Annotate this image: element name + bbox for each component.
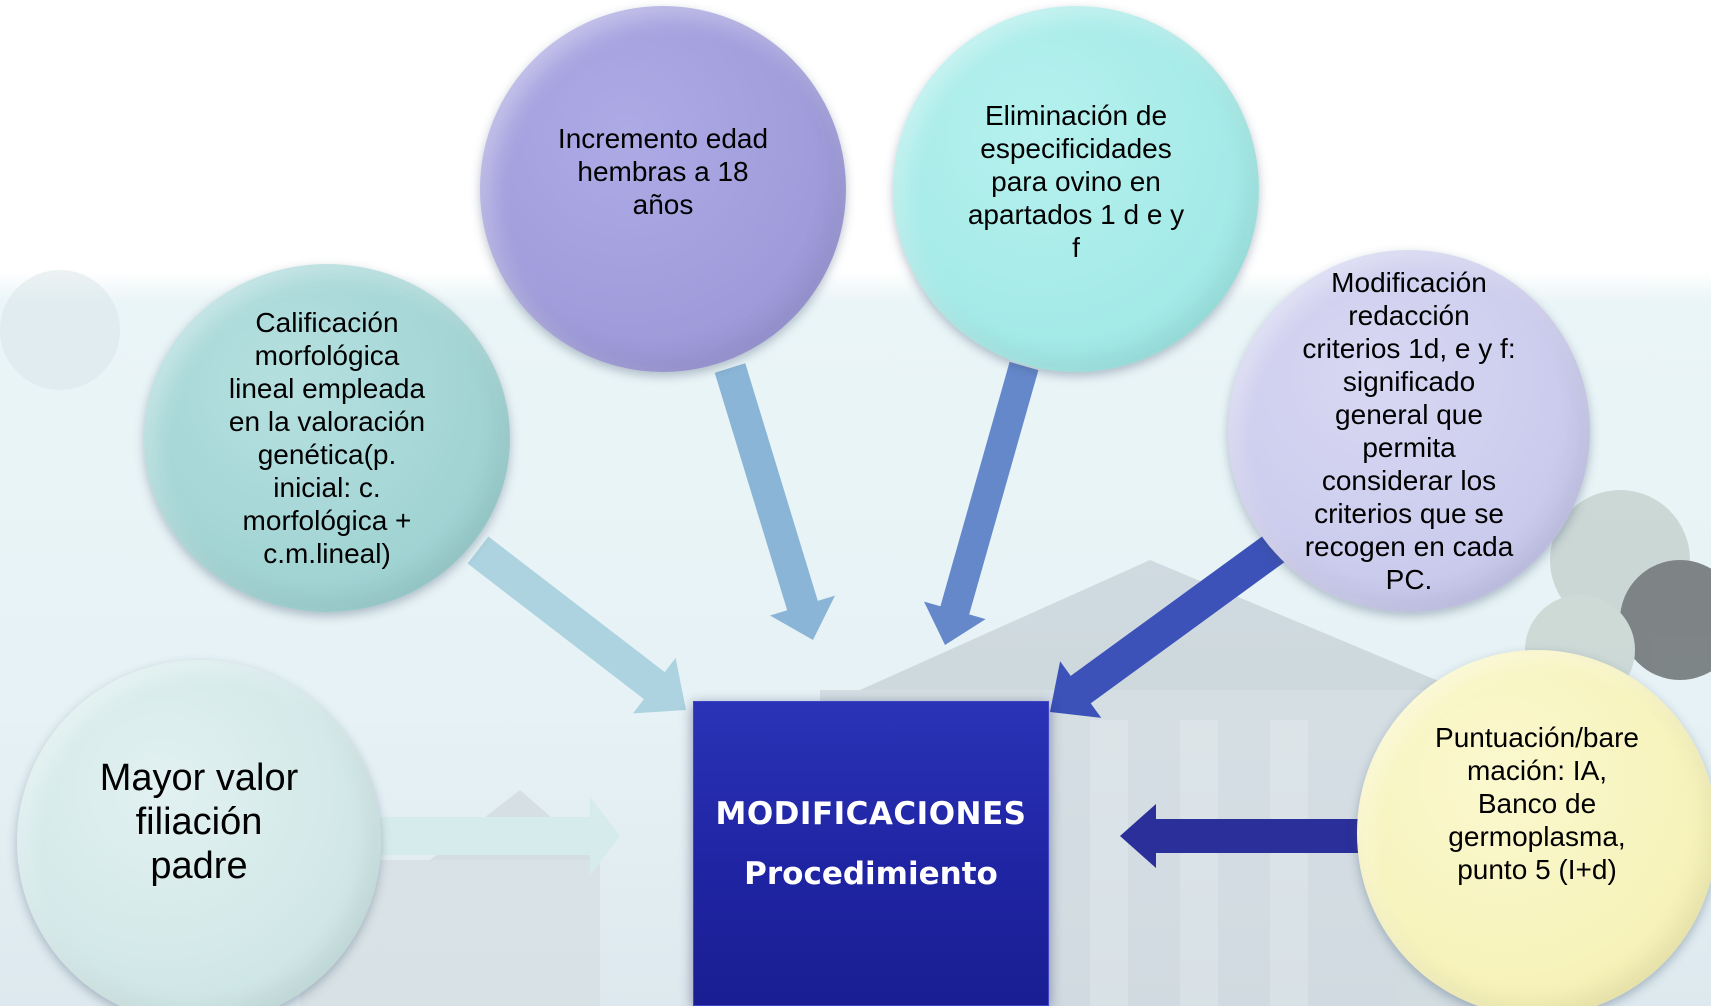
arrow-modificacion: [1050, 526, 1296, 718]
center-title: MODIFICACIONES: [715, 796, 1027, 832]
center-subtitle: Procedimiento: [744, 856, 998, 892]
node-filiacion: Mayor valor filiación padre: [17, 660, 381, 1006]
node-puntuacion: Puntuación/bare mación: IA, Banco de ger…: [1357, 650, 1711, 1006]
arrow-eliminacion: [924, 361, 1039, 645]
node-calificacion-text: Calificación morfológica lineal empleada…: [228, 307, 426, 569]
arrow-puntuacion: [1120, 804, 1362, 868]
node-incremento: Incremento edad hembras a 18 años: [480, 6, 846, 372]
arrow-calificacion: [467, 536, 686, 714]
center-box: MODIFICACIONES Procedimiento: [693, 701, 1049, 1006]
node-eliminacion-text: Eliminación de especificidades para ovin…: [967, 99, 1185, 263]
node-puntuacion-text: Puntuación/bare mación: IA, Banco de ger…: [1435, 721, 1639, 885]
node-modificacion-text: Modificación redacción criterios 1d, e y…: [1302, 267, 1516, 595]
node-calificacion: Calificación morfológica lineal empleada…: [144, 264, 510, 612]
node-modificacion: Modificación redacción criterios 1d, e y…: [1228, 250, 1590, 612]
tree-silhouette: [0, 270, 1711, 705]
arrow-incremento: [714, 363, 835, 640]
node-eliminacion: Eliminación de especificidades para ovin…: [893, 6, 1259, 372]
arrow-filiacion: [380, 797, 620, 875]
node-filiacion-text: Mayor valor filiación padre: [99, 757, 299, 887]
node-incremento-text: Incremento edad hembras a 18 años: [557, 122, 769, 220]
